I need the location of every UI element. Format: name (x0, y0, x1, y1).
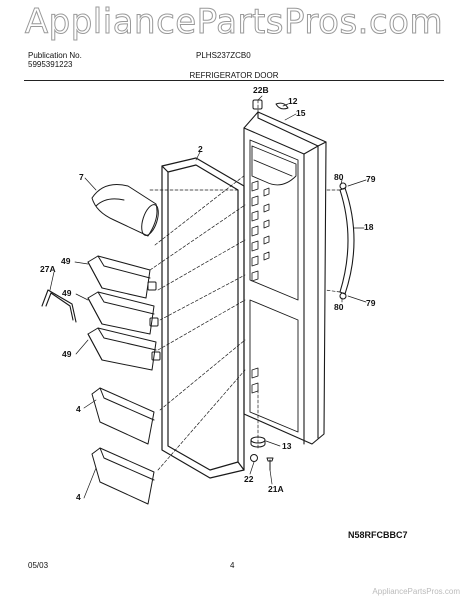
callout-13: 13 (282, 441, 292, 451)
door-bin-upper (87, 255, 157, 299)
dairy-bin (91, 184, 159, 237)
door-outer-shell (243, 111, 327, 445)
door-bin-lower (87, 327, 161, 371)
section-title: REFRIGERATOR DOOR (189, 71, 279, 80)
hinge-parts (250, 436, 274, 471)
door-liner (249, 139, 299, 433)
liner-shelf-rails (251, 180, 270, 394)
callout-12: 12 (288, 96, 298, 106)
revision-date: 05/03 (28, 561, 49, 570)
publication-number: 5995391223 (28, 60, 73, 69)
door-handle (339, 182, 355, 300)
header-rule (24, 80, 444, 81)
bin-retainer (41, 289, 77, 323)
callout-79-top: 79 (366, 174, 376, 184)
leader-lines (49, 95, 367, 499)
callout-18: 18 (364, 222, 374, 232)
callout-22: 22 (244, 474, 254, 484)
top-cap-parts (252, 99, 289, 110)
page-number: 4 (230, 561, 235, 570)
watermark-small: AppliancePartsPros.com (372, 587, 460, 596)
diagram-code: N58RFCBBC7 (348, 530, 408, 540)
callout-80-top: 80 (334, 172, 344, 182)
callout-49-middle: 49 (62, 288, 72, 298)
publication-label: Publication No. (28, 51, 82, 60)
callout-21a: 21A (268, 484, 284, 494)
door-gasket (161, 157, 245, 479)
lower-door-bin-2 (91, 447, 155, 505)
callout-2: 2 (198, 144, 203, 154)
callout-27a: 27A (40, 264, 56, 274)
callout-49-lower: 49 (62, 349, 72, 359)
lower-door-bin-1 (91, 387, 155, 445)
callout-4-lower: 4 (76, 492, 81, 502)
callout-49-upper: 49 (61, 256, 71, 266)
callout-15: 15 (296, 108, 306, 118)
watermark: AppliancePartsPros.com (24, 2, 444, 43)
model-number: PLHS237ZCB0 (196, 51, 251, 60)
callout-22b: 22B (253, 85, 269, 95)
callout-4-upper: 4 (76, 404, 81, 414)
callout-79-bottom: 79 (366, 298, 376, 308)
callout-80-bottom: 80 (334, 302, 344, 312)
door-bin-middle (87, 291, 159, 335)
callout-7: 7 (79, 172, 84, 182)
